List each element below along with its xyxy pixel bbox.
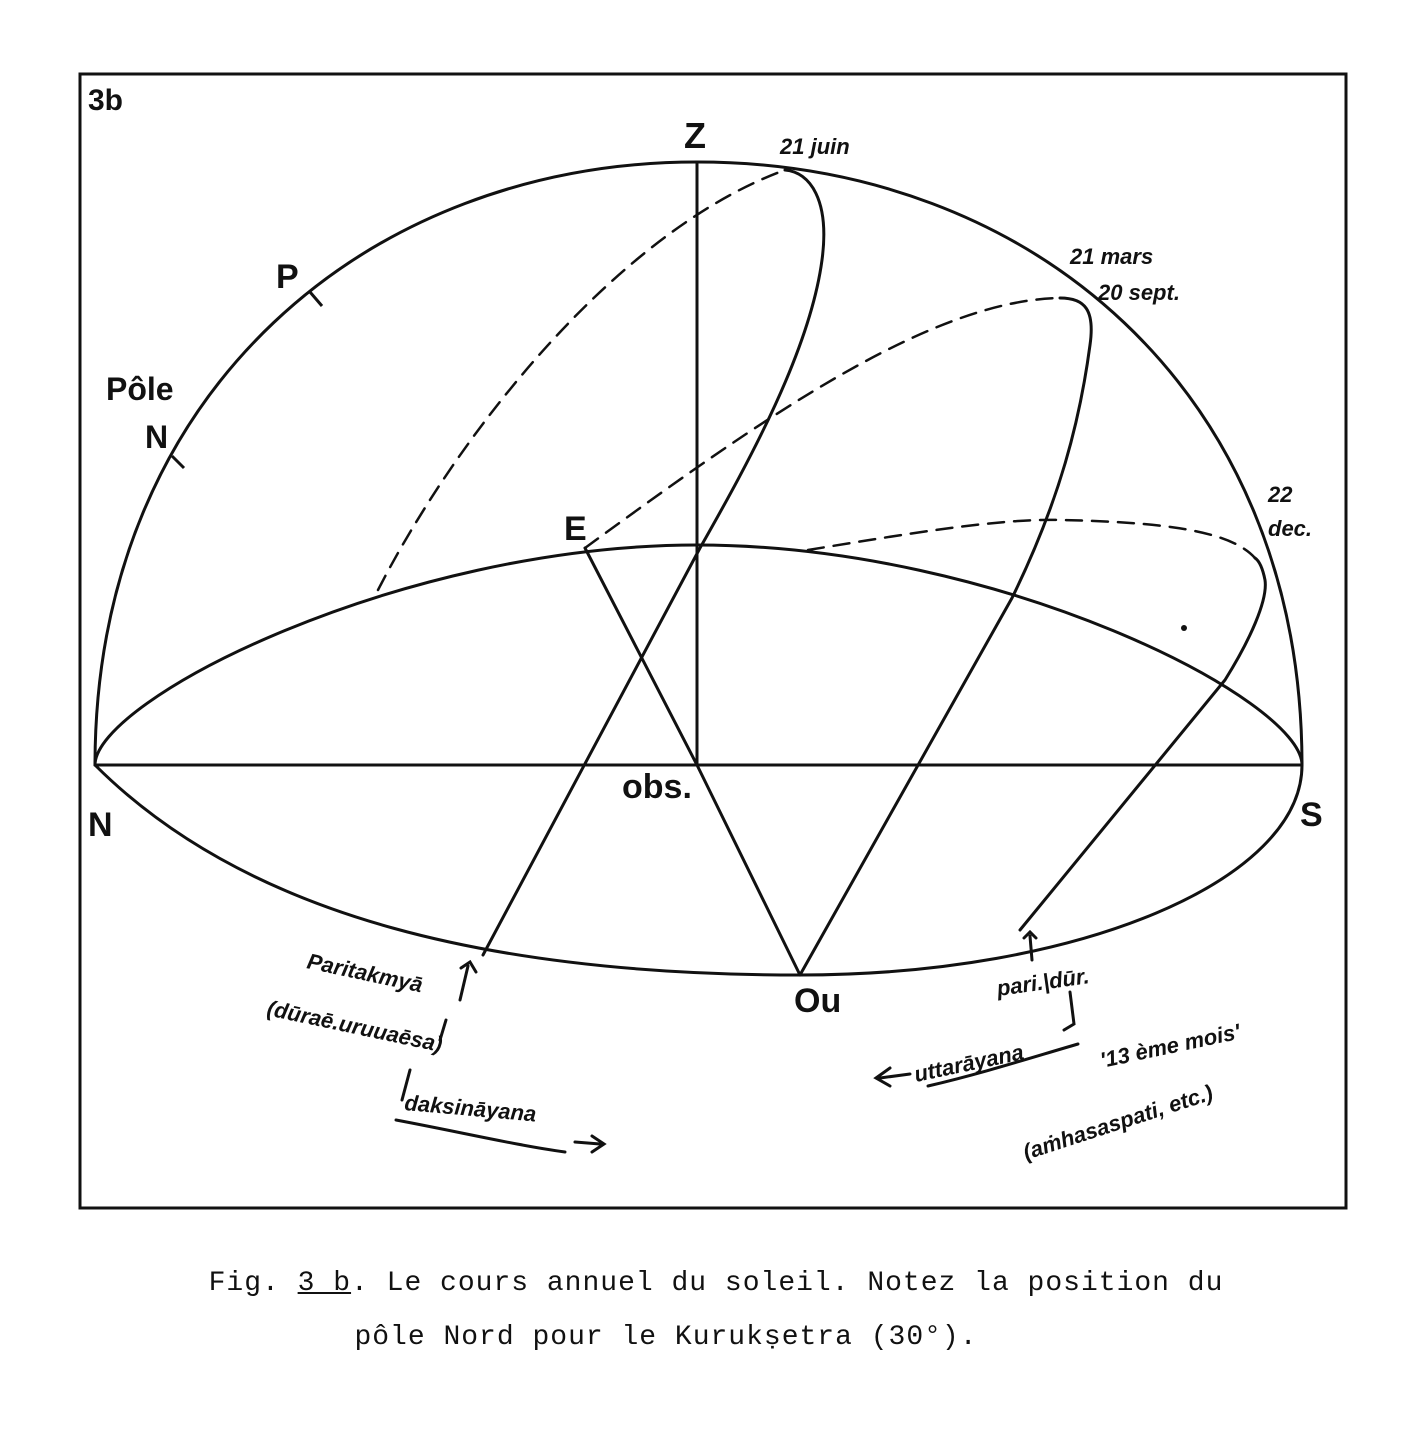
speck-mark <box>1181 625 1187 631</box>
summer-solstice-path-hidden <box>376 168 787 592</box>
east-label: E <box>564 510 587 548</box>
figure-caption-line-2: pôle Nord pour le Kurukṣetra (30°). <box>0 1322 1378 1353</box>
uttarayana-arrowhead <box>873 1066 892 1088</box>
south-label: S <box>1300 796 1323 834</box>
figure-frame <box>78 72 1348 1210</box>
pari-dur-arrowhead <box>1022 929 1038 940</box>
pole-p-label: P <box>276 258 299 296</box>
paritakmya-label: Paritakmyā <box>305 948 425 997</box>
paritakmya-bracket-1 <box>438 1018 448 1042</box>
pari-dur-bracket <box>1062 990 1076 1032</box>
pole-n-label: N <box>145 419 168 455</box>
pari-dur-label: pari.|dūr. <box>994 963 1091 1001</box>
equinox-path <box>798 296 1093 977</box>
paritakmya-bracket-2 <box>400 1068 412 1102</box>
duraeuruuaesa-label: (dūraē.uruuaēsa) <box>265 995 445 1057</box>
west-label: Ou <box>794 982 841 1020</box>
equinox-path-hidden <box>583 296 1062 550</box>
panel-label: 3b <box>88 84 123 117</box>
caption-line1-text: . Le cours annuel du soleil. Notez la po… <box>351 1268 1224 1299</box>
winter-date-day: 22 <box>1267 482 1293 507</box>
daksinayana-arrowhead <box>590 1134 607 1154</box>
amhasaspati-label: (aṁhasaspati, etc.) <box>1020 1080 1216 1165</box>
caption-fig-prefix: Fig. <box>208 1268 298 1299</box>
caption-fig-number: 3 b <box>297 1268 352 1299</box>
equinox-date-1: 21 mars <box>1069 244 1153 269</box>
paritakmya-up-arrow <box>458 964 470 1002</box>
equinox-date-2: 20 sept. <box>1097 280 1180 305</box>
summer-solstice-path <box>481 168 826 957</box>
pari-dur-up-arrow <box>1028 934 1034 962</box>
daksinayana-arrow-line <box>573 1140 602 1146</box>
paritakmya-arrowhead <box>459 959 478 974</box>
winter-solstice-path-hidden <box>806 518 1257 560</box>
caption-line2-text: pôle Nord pour le Kurukṣetra (30°). <box>354 1322 978 1353</box>
observer-west-line <box>695 763 802 977</box>
summer-solstice-date: 21 juin <box>779 134 850 159</box>
uttarayana-arrow-line <box>878 1072 912 1080</box>
zenith-label: Z <box>684 115 706 156</box>
daksinayana-label: daksināyana <box>404 1090 538 1126</box>
uttarayana-underline <box>926 1042 1080 1088</box>
observer-label: obs. <box>622 768 692 806</box>
mois13-label: '13 ème mois' <box>1098 1019 1243 1073</box>
pole-p-tick <box>308 291 324 307</box>
paritakmya-annotation: Paritakmyā (dūraē.uruuaēsa) daksināyana <box>265 948 607 1154</box>
daksinayana-underline <box>394 1118 567 1154</box>
north-label: N <box>88 806 113 844</box>
pole-n-tick <box>170 454 186 470</box>
figure-caption-line-1: Fig. 3 b. Le cours annuel du soleil. Not… <box>4 1268 1424 1299</box>
winter-solstice-path <box>1018 556 1267 932</box>
horizon-near-arc <box>93 763 1304 977</box>
winter-date-month: dec. <box>1268 516 1312 541</box>
pole-word-label: Pôle <box>106 371 174 407</box>
